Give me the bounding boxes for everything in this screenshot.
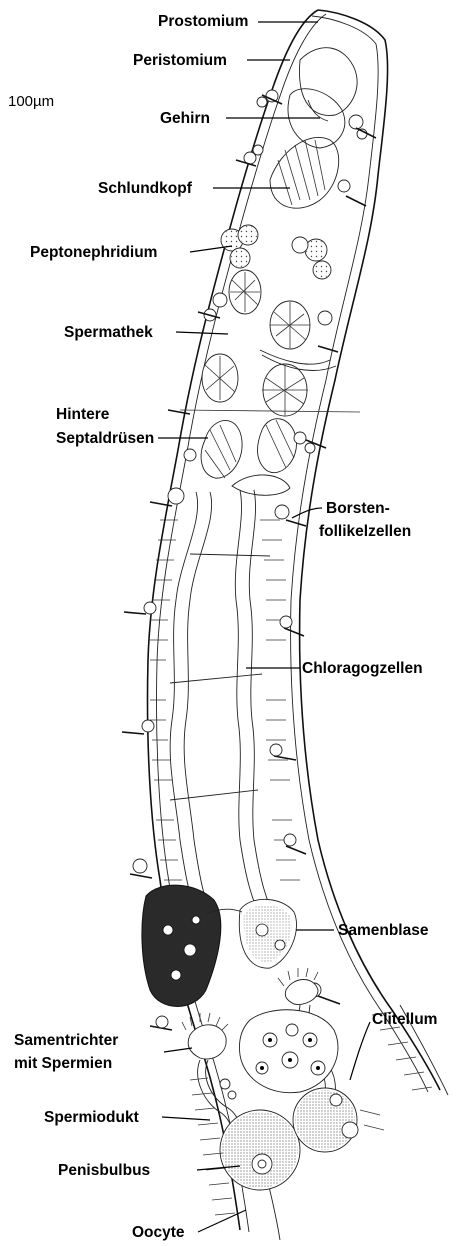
reproductive-region [182, 968, 432, 1215]
label-spermathek: Spermathek [64, 324, 153, 341]
label-mit-spermien: mit Spermien [14, 1055, 112, 1072]
label-follikelzellen: follikelzellen [319, 523, 411, 540]
label-peristomium: Peristomium [133, 52, 227, 69]
label-oocyte: Oocyte [132, 1224, 185, 1241]
label-septaldruesen: Septaldrüsen [56, 430, 154, 447]
scale-label: 100µm [8, 93, 54, 110]
prostomium-region [288, 48, 357, 148]
label-prostomium: Prostomium [158, 13, 248, 30]
seminal-vesicle [142, 885, 297, 1006]
label-clitellum: Clitellum [372, 1011, 437, 1028]
septal-glands [180, 410, 360, 495]
label-peptonephridium: Peptonephridium [30, 244, 157, 261]
label-gehirn: Gehirn [160, 110, 210, 127]
label-borsten: Borsten- [326, 500, 390, 517]
label-penisbulbus: Penisbulbus [58, 1162, 150, 1179]
pharynx [270, 137, 339, 208]
label-spermiodukt: Spermiodukt [44, 1109, 139, 1126]
label-samentrichter: Samentrichter [14, 1032, 118, 1049]
intestine [150, 490, 300, 920]
label-hintere: Hintere [56, 406, 110, 423]
label-samenblase: Samenblase [338, 922, 429, 939]
label-schlundkopf: Schlundkopf [98, 180, 193, 197]
nephridia [204, 90, 367, 325]
label-chloragogzellen: Chloragogzellen [302, 660, 423, 677]
